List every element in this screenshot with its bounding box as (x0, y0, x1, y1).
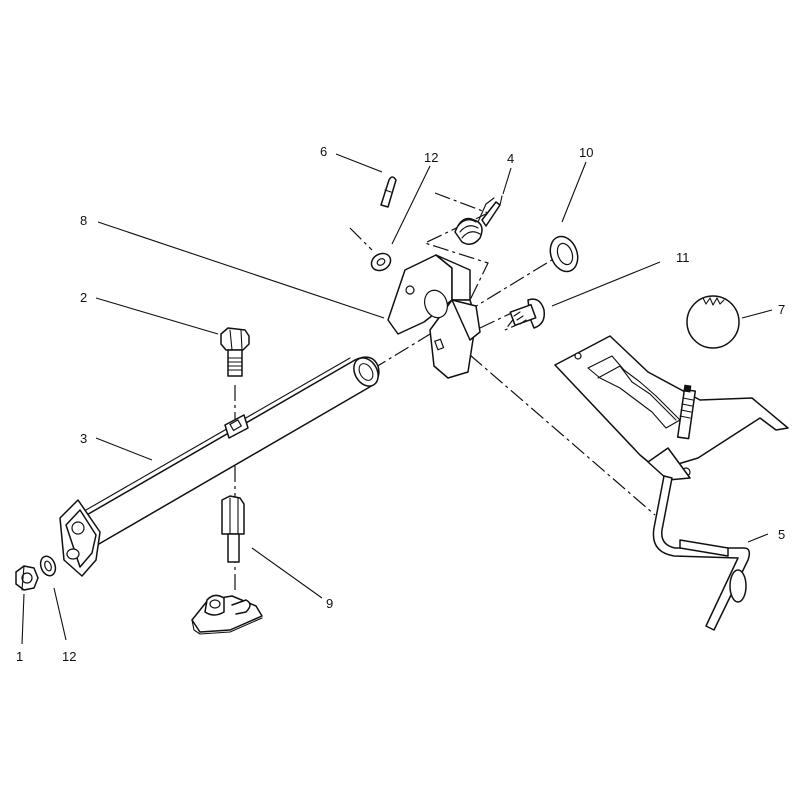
part-6-cotter-pin[interactable] (380, 176, 397, 208)
leader-3 (95, 437, 153, 461)
leader-2 (95, 297, 219, 335)
leader-5 (747, 533, 769, 543)
flat-washer-inner (556, 242, 574, 266)
callout-3: 3 (80, 431, 87, 446)
callout-10: 10 (579, 145, 593, 160)
part-9-pivot-bracket[interactable] (191, 594, 263, 635)
cotter-pin-centerline (349, 227, 373, 251)
tube-highlight (85, 357, 351, 511)
part-12-washer-upper[interactable] (368, 250, 393, 274)
part-10-flat-washer[interactable] (546, 233, 583, 276)
spring-tab (477, 197, 495, 223)
leader-1 (21, 593, 25, 645)
tube-slot-hole (229, 419, 243, 432)
knob-ball (686, 295, 740, 349)
part-8-bracket[interactable] (387, 254, 481, 379)
flange-lower-hole (66, 548, 80, 560)
part-3-tube[interactable] (77, 354, 383, 549)
bracket-slot (434, 338, 445, 351)
lever-centerline (469, 354, 656, 516)
callout-11: 11 (676, 250, 690, 265)
pivot-plate-thickness (191, 617, 263, 635)
leader-12-upper (391, 165, 431, 245)
lever-tip-cap (683, 384, 692, 393)
callout-12-lower: 12 (62, 649, 76, 664)
callout-6: 6 (320, 144, 327, 159)
callout-9: 9 (326, 596, 333, 611)
part-4-spring[interactable] (454, 195, 503, 245)
leader-12-lower (53, 587, 67, 641)
leader-9 (251, 547, 323, 599)
bolt-head-edge-1 (229, 329, 233, 351)
bolt-head-edge-2 (240, 329, 243, 351)
washer-upper-inner (376, 258, 386, 266)
leader-lines (21, 153, 773, 645)
spring-leg-tip (499, 195, 503, 206)
part-3-tube-flange[interactable] (59, 499, 101, 577)
bracket-pivot-hole (424, 289, 448, 319)
callout-1: 1 (16, 649, 23, 664)
bracket-arm-side (451, 299, 481, 341)
part-5-shift-lever[interactable] (652, 384, 751, 631)
coupler-stud (227, 533, 240, 563)
washer-lower-inner (44, 560, 52, 572)
nut-bore (21, 572, 33, 584)
carriage-bolt-threads (513, 311, 527, 325)
part-11-carriage-bolt[interactable] (509, 298, 546, 329)
part-7-knob[interactable] (686, 295, 740, 349)
leader-6 (335, 153, 383, 173)
knob-insert (702, 297, 725, 306)
lever-threads (679, 397, 694, 419)
callout-7: 7 (778, 302, 785, 317)
part-12-washer-lower[interactable] (38, 554, 58, 578)
bolt-head (220, 327, 250, 351)
nut-edge (21, 565, 25, 591)
leader-4 (502, 167, 512, 195)
callout-2: 2 (80, 290, 87, 305)
leader-7 (741, 309, 773, 319)
leader-11 (551, 261, 661, 307)
callout-8: 8 (80, 213, 87, 228)
pivot-slot (231, 599, 251, 615)
lever-pivot-hub (729, 569, 747, 603)
lever-rod (652, 475, 751, 631)
cotter-pin-body (380, 176, 397, 208)
part-9-coupler[interactable] (221, 495, 245, 563)
leader-8 (97, 221, 385, 319)
callout-12-upper: 12 (424, 150, 438, 165)
callout-5: 5 (778, 527, 785, 542)
part-2-hex-bolt[interactable] (220, 327, 250, 377)
bolt-threads (227, 357, 243, 371)
callout-labels: 1 2 3 4 5 6 7 8 9 10 11 12 12 (16, 144, 785, 664)
flange-upper-hole (71, 521, 85, 535)
lever-crossbar (679, 539, 729, 557)
pivot-plate (191, 595, 263, 633)
shift-plate (554, 335, 789, 471)
plate-hole-1 (574, 352, 582, 360)
plate-corner-tab (647, 447, 691, 481)
part-5-shift-plate[interactable] (554, 335, 789, 481)
spring-coils (457, 219, 481, 239)
bolt-shank (227, 349, 243, 377)
coupler-hex-body (221, 495, 245, 535)
bracket-upper-hole (405, 285, 415, 295)
cotter-pin-split (384, 189, 392, 193)
pivot-boss-hole (209, 599, 221, 609)
callout-4: 4 (507, 151, 514, 166)
spring-centerline (423, 192, 490, 301)
tube-bore (358, 363, 374, 381)
part-1-nut[interactable] (15, 565, 39, 591)
shift-gate-inner (597, 365, 677, 421)
leader-10 (561, 161, 587, 223)
